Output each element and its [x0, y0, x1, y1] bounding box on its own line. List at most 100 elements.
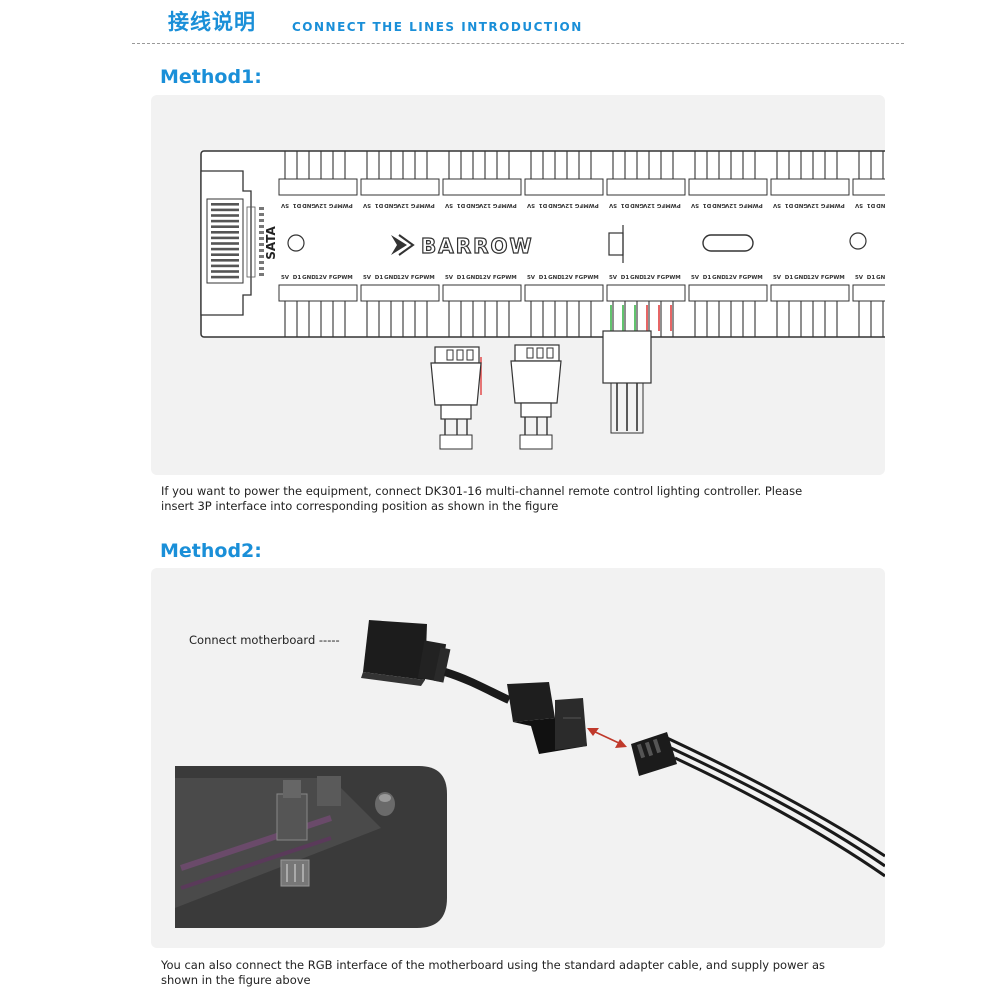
- sata-connector: SATA: [200, 170, 278, 316]
- top-pin-label: PWM: [419, 202, 435, 208]
- top-socket: [852, 178, 885, 196]
- bottom-pin-label: D1: [375, 275, 384, 281]
- header-title-cn: 接线说明: [168, 10, 256, 34]
- bottom-pin-label: PWM: [747, 275, 763, 281]
- method2-title: Method2:: [160, 540, 262, 562]
- top-pin-label: PWM: [501, 202, 517, 208]
- bottom-socket: [606, 284, 686, 302]
- bottom-pin-label: D1: [785, 275, 794, 281]
- 3p-plug-inserted: [602, 330, 652, 434]
- sata-pin: [211, 225, 239, 228]
- bottom-pin-label: GND: [548, 275, 562, 281]
- top-pin-label: GND: [466, 202, 480, 208]
- sata-pad: [259, 225, 264, 228]
- sata-pad: [259, 213, 264, 216]
- top-pin-label: D1: [293, 202, 302, 208]
- top-pin-label: PWM: [829, 202, 845, 208]
- bottom-socket: [852, 284, 885, 302]
- bottom-pin-label: 12V: [315, 275, 328, 281]
- top-pin-label: GND: [630, 202, 644, 208]
- bottom-pin-label: D1: [457, 275, 466, 281]
- sata-pad: [259, 267, 264, 270]
- page-header: 接线说明 CONNECT THE LINES INTRODUCTION: [0, 0, 1000, 46]
- switch-button: [608, 225, 624, 263]
- bottom-pin-label: FG: [493, 275, 502, 281]
- bottom-socket: [770, 284, 850, 302]
- top-pin-label: 5V: [526, 202, 535, 208]
- bottom-pin-label: 12V: [643, 275, 656, 281]
- bottom-pin-label: PWM: [337, 275, 353, 281]
- connect-motherboard-label: Connect motherboard -----: [189, 633, 340, 647]
- bottom-pin-label: PWM: [829, 275, 845, 281]
- bottom-pin-label: GND: [876, 275, 885, 281]
- bottom-pin-label: FG: [821, 275, 830, 281]
- bottom-pin-label: D1: [539, 275, 548, 281]
- top-pin-label: 12V: [478, 202, 491, 208]
- brand-text: BARROW: [421, 234, 534, 258]
- bottom-pin-label: FG: [739, 275, 748, 281]
- bottom-pin-label: PWM: [665, 275, 681, 281]
- top-pin-label: 5V: [854, 202, 863, 208]
- top-socket: [278, 178, 358, 196]
- method2-caption-line1: You can also connect the RGB interface o…: [161, 958, 825, 972]
- top-pin-label: 5V: [280, 202, 289, 208]
- sata-pin: [211, 247, 239, 251]
- top-pin-label: PWM: [337, 202, 353, 208]
- header-divider: [132, 43, 904, 44]
- top-socket: [770, 178, 850, 196]
- sata-pad: [259, 237, 264, 240]
- top-pin-label: 5V: [772, 202, 781, 208]
- top-pin-label: D1: [867, 202, 876, 208]
- bottom-socket: [524, 284, 604, 302]
- bottom-pin-label: 5V: [691, 275, 700, 281]
- method1-title: Method1:: [160, 66, 262, 88]
- bottom-pin-label: 12V: [561, 275, 574, 281]
- bottom-pin-label: 5V: [281, 275, 290, 281]
- motherboard-photo: [175, 766, 447, 928]
- top-socket: [524, 178, 604, 196]
- top-pin-label: D1: [785, 202, 794, 208]
- top-pin-label: 5V: [690, 202, 699, 208]
- sata-pad: [259, 231, 264, 234]
- bottom-pin-label: D1: [293, 275, 302, 281]
- top-pin-label: 5V: [362, 202, 371, 208]
- bottom-pin-label: GND: [302, 275, 316, 281]
- top-pin-label: PWM: [665, 202, 681, 208]
- top-pin-label: D1: [457, 202, 466, 208]
- bottom-pin-label: 5V: [609, 275, 618, 281]
- sata-pin: [211, 259, 239, 262]
- bottom-pin-label: 5V: [445, 275, 454, 281]
- top-pin-label: D1: [539, 202, 548, 208]
- bottom-pin-label: GND: [712, 275, 726, 281]
- method2-panel: Connect motherboard -----: [151, 568, 885, 948]
- adapter-cable-diagram: Connect motherboard -----: [175, 620, 885, 928]
- mount-hole-left: [287, 234, 305, 252]
- bottom-pin-label: 5V: [855, 275, 864, 281]
- top-pin-label: 12V: [642, 202, 655, 208]
- sata-pad: [259, 273, 264, 276]
- top-pin-label: FG: [656, 202, 665, 208]
- mount-hole-right: [849, 232, 867, 250]
- top-pin-label: FG: [820, 202, 829, 208]
- top-pin-label: PWM: [747, 202, 763, 208]
- bottom-pin-label: D1: [867, 275, 876, 281]
- bottom-pin-label: 5V: [773, 275, 782, 281]
- barrow-logo: BARROW: [391, 233, 534, 259]
- top-pin-label: 5V: [608, 202, 617, 208]
- 3p-plug-middle: [510, 344, 562, 450]
- method1-caption-line1: If you want to power the equipment, conn…: [161, 484, 803, 498]
- bottom-socket: [360, 284, 440, 302]
- bottom-socket: [688, 284, 768, 302]
- bottom-pin-label: 12V: [397, 275, 410, 281]
- top-pin-label: GND: [384, 202, 398, 208]
- top-pin-label: FG: [410, 202, 419, 208]
- sata-pin: [211, 264, 239, 268]
- bottom-pin-label: D1: [703, 275, 712, 281]
- top-pin-label: 12V: [560, 202, 573, 208]
- method2-caption: You can also connect the RGB interface o…: [161, 958, 891, 988]
- sata-label: SATA: [264, 226, 278, 260]
- top-pin-label: 12V: [314, 202, 327, 208]
